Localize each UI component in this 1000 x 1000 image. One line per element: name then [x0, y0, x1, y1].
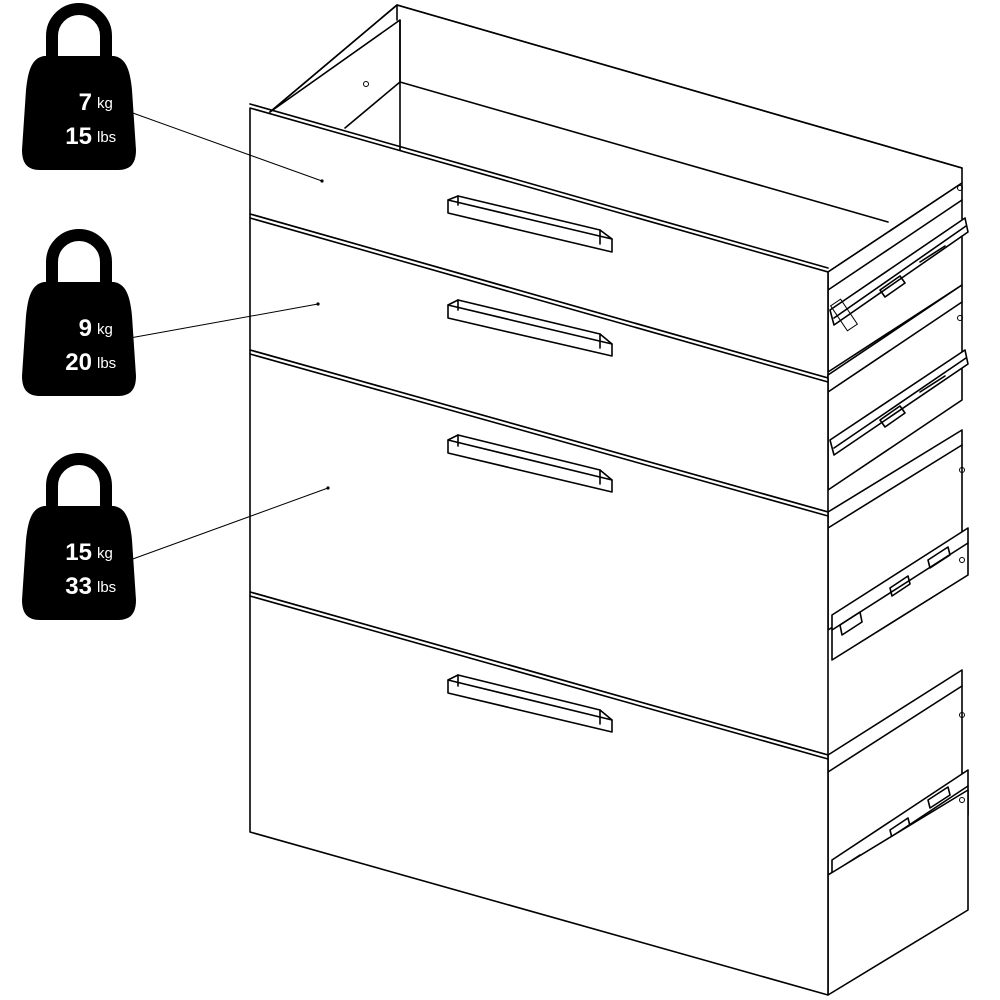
weight-kg-unit: kg: [97, 321, 113, 338]
drawer-handle: [447, 674, 613, 733]
top-drawer: [249, 103, 829, 379]
leader-lines: [129, 111, 329, 561]
weight-lbs-unit: lbs: [97, 355, 116, 372]
second-drawer-box: [827, 284, 969, 491]
weight-kg-unit: kg: [97, 545, 113, 562]
drawer-handle: [447, 434, 613, 493]
weight-lbs-value: 15: [65, 123, 92, 150]
weight-lbs-value: 33: [65, 573, 92, 600]
weight-lbs-unit: lbs: [97, 579, 116, 596]
leader-line-top: [129, 111, 323, 182]
weight-kg-value: 15: [65, 539, 92, 566]
weight-kg-value: 9: [79, 315, 92, 342]
second-drawer: [249, 213, 829, 513]
weight-icon: [22, 229, 136, 396]
top-drawer-slide: [829, 217, 969, 332]
drawer-handle: [447, 195, 613, 253]
bottom-drawer: [249, 591, 829, 996]
third-drawer-box: [827, 429, 969, 661]
weight-lbs-unit: lbs: [97, 129, 116, 146]
weight-badge-2: 9 kg 20 lbs: [22, 229, 136, 396]
weight-icon: [22, 3, 136, 170]
drawer-unit: [249, 4, 969, 996]
leader-line-third: [129, 487, 329, 561]
weight-badge-1: 7 kg 15 lbs: [22, 3, 136, 170]
bottom-drawer-box: [827, 669, 969, 996]
drawer-handle: [447, 299, 613, 357]
weight-icon: [22, 453, 136, 620]
weight-lbs-value: 20: [65, 349, 92, 376]
weight-kg-unit: kg: [97, 95, 113, 112]
weight-kg-value: 7: [79, 89, 92, 116]
weight-badge-3: 15 kg 33 lbs: [22, 453, 136, 620]
leader-line-second: [129, 303, 319, 339]
